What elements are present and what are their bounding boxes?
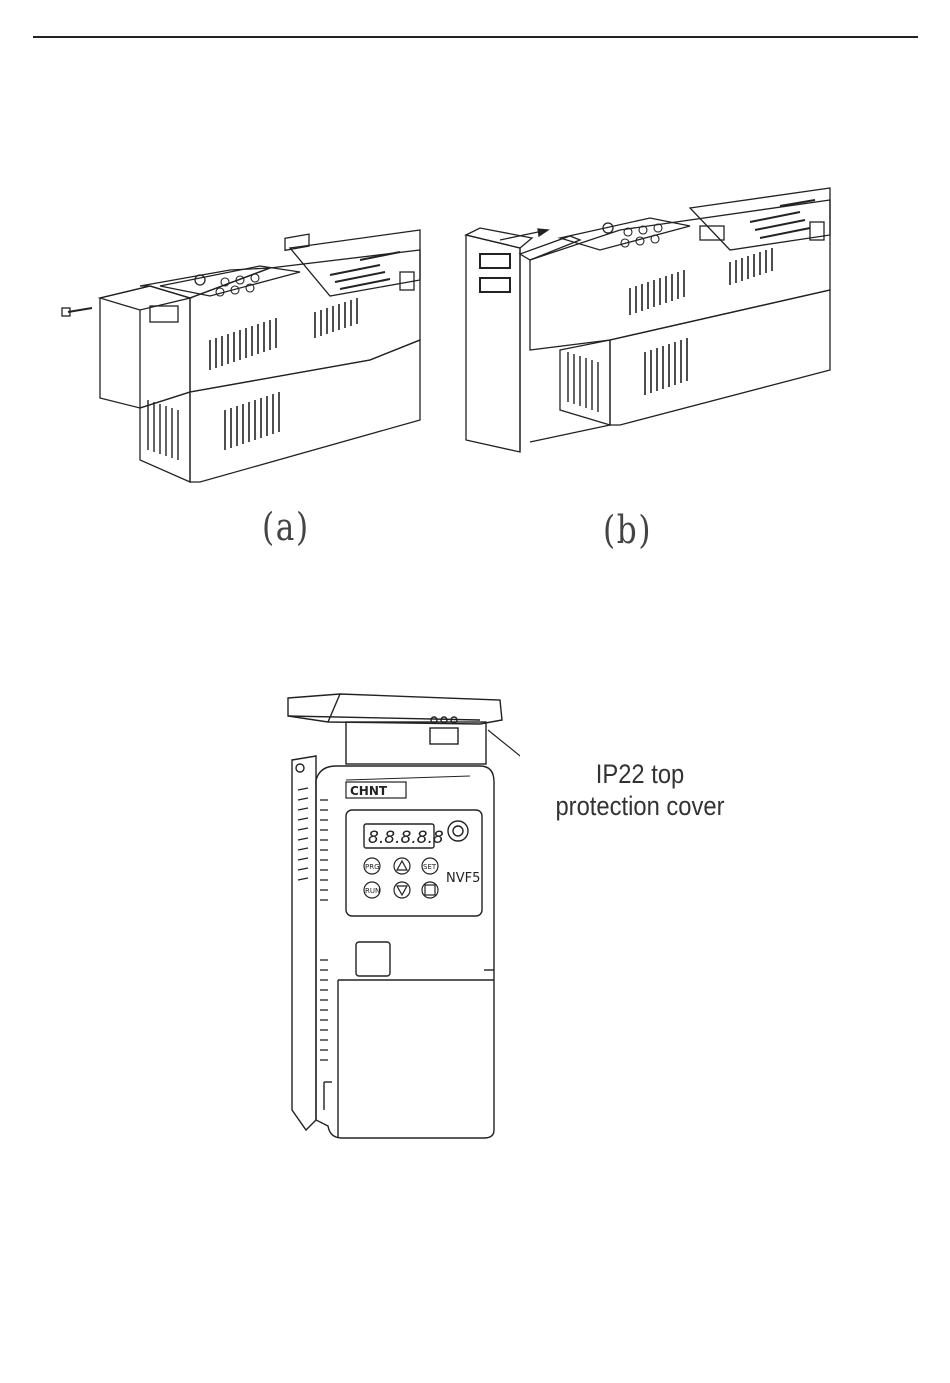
callout-line2: protection cover xyxy=(536,790,744,822)
key-prg: PRG xyxy=(365,863,380,871)
down-key-icon xyxy=(397,886,407,895)
led-display: 8.8.8.8.8 xyxy=(368,828,444,848)
screw-icon xyxy=(62,308,92,316)
stop-key-icon xyxy=(425,885,435,895)
figure-a-drawing xyxy=(60,220,440,500)
arrow-icon xyxy=(500,229,548,240)
brand-logo: CHNT xyxy=(350,784,388,798)
model-label: NVF5 xyxy=(446,871,480,886)
figure-b-drawing xyxy=(460,180,840,465)
figure-a-caption: (a) xyxy=(262,505,310,549)
key-run: RUN xyxy=(365,887,380,895)
figure-b-caption: (b) xyxy=(603,508,652,552)
up-key-icon xyxy=(397,861,407,870)
knob-icon xyxy=(448,821,468,841)
figure-c-drawing: CHNT 8.8.8.8.8 PRG SET RUN NVF5 xyxy=(280,690,520,1150)
header-rule xyxy=(33,36,918,38)
key-set: SET xyxy=(423,863,437,871)
callout-line1: IP22 top xyxy=(536,758,744,790)
ip22-callout: IP22 top protection cover xyxy=(536,758,744,822)
top-protection-cover xyxy=(288,694,502,724)
